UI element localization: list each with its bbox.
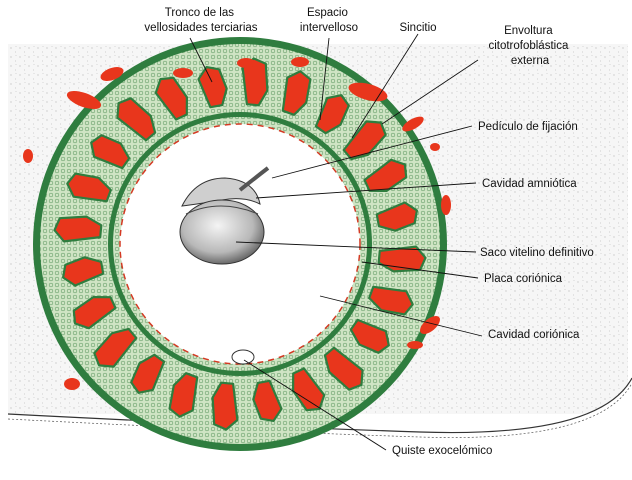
exocoelomic-cyst	[231, 349, 255, 365]
intervillous-lacuna	[314, 94, 350, 135]
intervillous-lacuna	[241, 57, 269, 107]
intervillous-lacuna	[116, 97, 157, 142]
intervillous-lacuna	[130, 353, 166, 394]
definitive-yolk-sac	[179, 199, 265, 265]
intervillous-lacuna	[368, 285, 414, 316]
leader-lines	[189, 33, 483, 451]
label-sincitio: Sincitio	[399, 22, 436, 34]
label-tronco: Tronco de las vellosidades terciarias	[144, 7, 257, 34]
intervillous-lacuna	[363, 158, 408, 192]
intervillous-lacuna	[252, 379, 283, 422]
intervillous-lacuna	[53, 215, 103, 243]
connecting-stalk	[238, 166, 270, 192]
label-cavidad-corionica: Cavidad coriónica	[488, 329, 580, 341]
label-placa-corionica: Placa coriónica	[484, 273, 563, 285]
intervillous-lacuna	[281, 70, 312, 116]
intervillous-lacuna	[66, 172, 112, 203]
intervillous-lacuna	[375, 201, 418, 232]
intervillous-lacuna	[72, 296, 117, 330]
intervillous-lacuna	[323, 346, 364, 391]
intervillous-lacuna	[197, 65, 228, 109]
intervillous-lacuna	[93, 327, 138, 368]
label-saco-vitelino: Saco vitelino definitivo	[480, 247, 594, 259]
intervillous-lacuna	[168, 372, 199, 418]
label-envoltura: Envoltura citotrofoblástica externa	[488, 25, 571, 67]
label-espacio-intervelloso: Espacio intervelloso	[300, 7, 358, 34]
label-quiste: Quiste exocelómico	[392, 445, 492, 457]
label-cavidad-amniotica: Cavidad amniótica	[482, 178, 577, 190]
intervillous-lacuna	[61, 256, 105, 287]
intervillous-lacuna	[292, 367, 326, 412]
intervillous-lacuna	[342, 120, 387, 161]
embryo-complex	[179, 166, 270, 265]
intervillous-lacuna	[211, 381, 239, 431]
intervillous-lacuna	[90, 134, 131, 170]
intervillous-lacuna	[154, 76, 188, 121]
intervillous-lacuna	[349, 318, 390, 354]
label-pediculo: Pedículo de fijación	[478, 121, 578, 133]
